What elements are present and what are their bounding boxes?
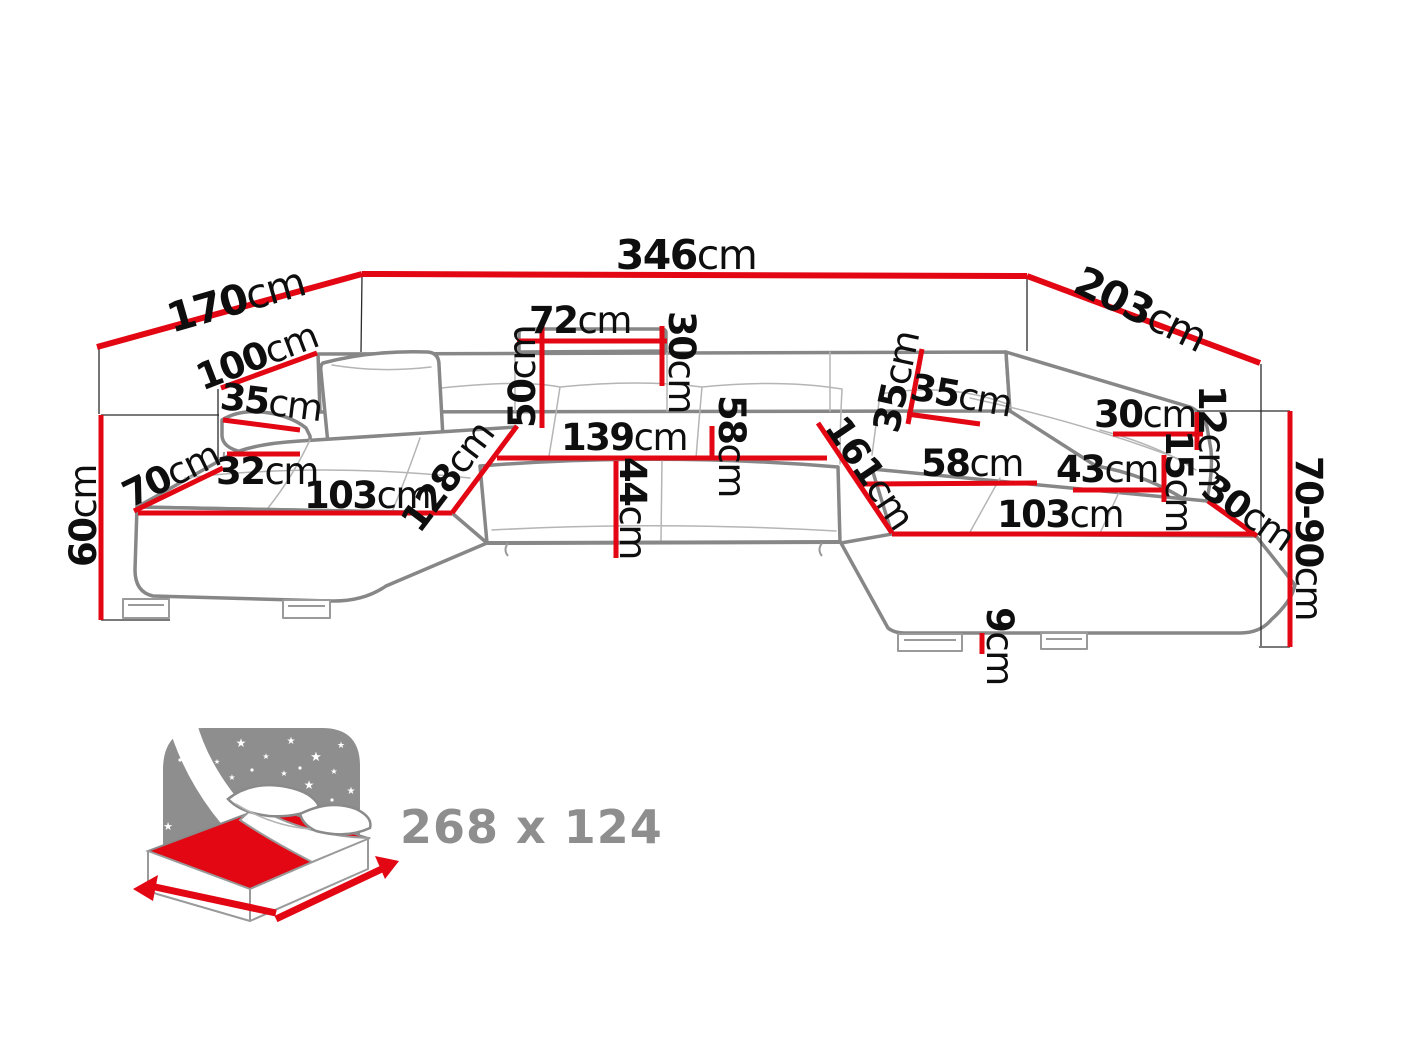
pillow-crease [331,364,432,371]
dim-label-346cm: 346cm [616,231,757,279]
pillow-fold [235,803,311,830]
dim-label-44cm: 44cm [611,457,654,559]
dim-line-100cm [220,350,318,391]
dim-label-32cm: 32cm [216,450,318,493]
dim-label-103cm-left: 103cm [304,474,430,517]
sofa-leg [282,599,331,619]
dim-label-12cm: 12cm [1190,385,1233,487]
star-icon: ★ [287,736,296,747]
sofa-leg [897,633,963,652]
sofa-right-back-curve [969,397,1193,465]
dim-label-15cm: 15cm [1157,430,1200,532]
dim-line-58cm-right [861,480,1038,487]
pull-loop [504,542,823,557]
dim-line-30cm-corner [1206,498,1259,539]
dim-line-346cm [361,271,1028,279]
headboard-swoosh [167,720,304,862]
dim-label-50cm: 50cm [501,326,544,428]
dim-line-35cm-right-2 [906,411,981,427]
dim-label-30cm-headrest: 30cm [660,311,703,413]
star-dot [330,798,334,802]
dim-line-35cm-right-1 [905,348,925,425]
dim-label-58cm-center: 58cm [710,395,753,497]
dim-line-128cm [449,424,520,515]
center-seat-seam [491,458,837,542]
dim-label-203cm: 203cm [1067,257,1214,362]
length-arrowhead [375,856,399,879]
left-chaise-tufting [184,437,471,513]
star-icon: ★ [347,786,356,797]
dim-label-35cm-right-1: 35cm [865,328,928,437]
dim-label-30cm-arm-top: 30cm [1094,393,1196,436]
star-icon: ★ [262,752,269,761]
sofa-drawing [122,327,1297,652]
star-dot [250,768,254,772]
front-rail [485,540,842,545]
dim-label-58cm-right: 58cm [921,442,1023,485]
dim-label-103cm-right: 103cm [997,493,1123,536]
dimension-lines [96,271,1293,654]
star-icon: ★ [228,773,235,782]
sleeping-area-icon: ★ ★ ★ ★ ★ ★ ★ ★ ★ ★ ★ ★ ★ ★ ★ ★ ★ ★ ★ ★ [133,720,663,923]
duvet [238,804,371,864]
star-dot [178,758,182,762]
star-dot [220,790,224,794]
star-icon: ★ [163,820,173,833]
dim-label-43cm: 43cm [1056,448,1158,491]
star-icon: ★ [310,750,322,765]
star-dot [203,766,207,770]
star-icon: ★ [188,742,197,753]
pillow-right [298,803,372,836]
dim-label-70-90cm: 70-90cm [1287,456,1330,620]
projection-line [360,275,363,353]
star-icon: ★ [214,758,220,766]
sofa-right-back-armrest [1004,350,1214,509]
sofa-leg [122,598,170,619]
star-icon: ★ [147,766,153,774]
projection-lines [98,275,1290,648]
center-seats [478,457,842,545]
star-icon: ★ [148,793,156,803]
width-arrowhead [133,875,158,901]
star-icon: ★ [304,778,315,792]
star-dot [298,766,302,770]
dim-line-70cm [132,465,225,514]
dim-line-35cm-left [222,417,301,433]
dim-line-161cm [815,421,895,535]
dim-label-72cm: 72cm [529,299,631,342]
star-icon: ★ [236,736,247,750]
dim-label-9cm: 9cm [978,607,1021,685]
dim-label-35cm-right-2: 35cm [907,365,1015,425]
sofa-right-armrest-roll [1099,429,1197,471]
dim-line-203cm [1025,273,1262,366]
length-arrow [274,863,388,923]
sofa-leg [1040,632,1088,650]
star-icon: ★ [330,767,337,776]
star-icon: ★ [280,769,287,778]
sleeping-area-size: 268 x 124 [400,800,663,854]
width-arrow [154,883,277,917]
right-chaise-body [839,532,1297,635]
dim-label-139cm: 139cm [561,416,687,459]
star-icon: ★ [337,741,345,751]
dim-label-60cm: 60cm [62,465,105,567]
dim-line-170cm [96,271,363,350]
dim-label-35cm-left: 35cm [218,375,324,430]
